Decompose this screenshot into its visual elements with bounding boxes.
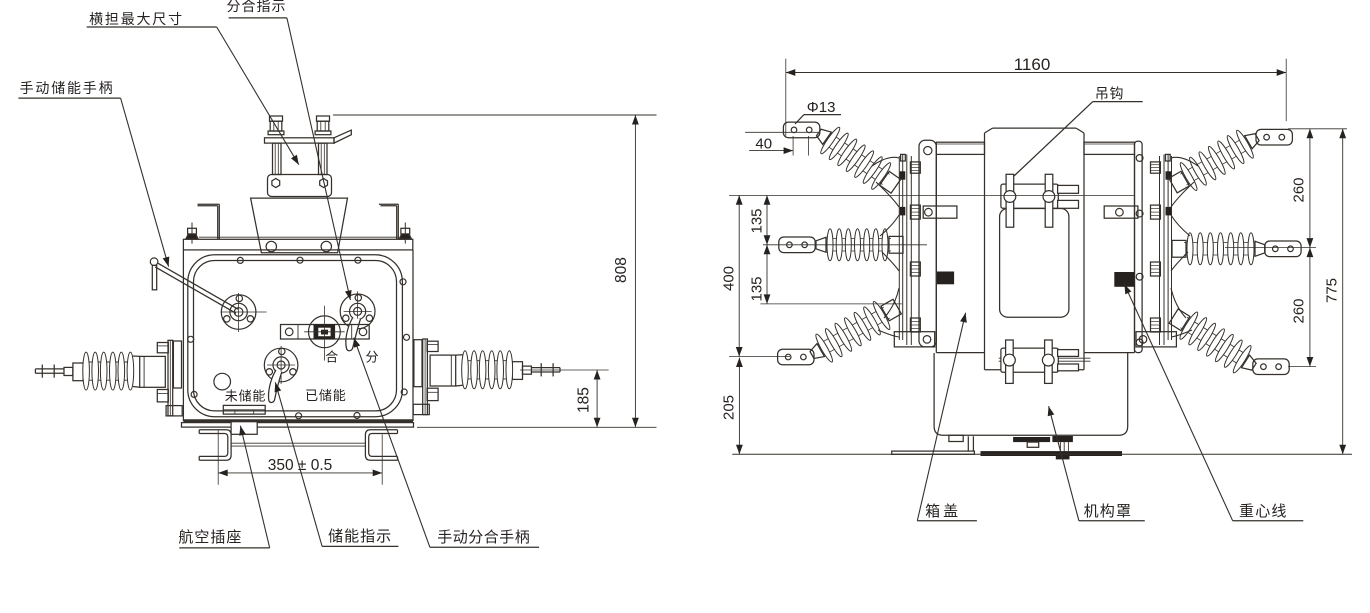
svg-text:350 ± 0.5: 350 ± 0.5 [268, 457, 333, 474]
svg-text:已储能: 已储能 [305, 388, 346, 403]
svg-text:合: 合 [325, 350, 338, 365]
svg-text:分: 分 [365, 350, 378, 365]
svg-text:吊钩: 吊钩 [1095, 86, 1124, 102]
svg-text:135: 135 [749, 276, 766, 301]
svg-text:135: 135 [749, 208, 766, 233]
svg-text:775: 775 [1324, 278, 1341, 303]
svg-text:储能指示: 储能指示 [328, 528, 392, 545]
svg-text:808: 808 [613, 257, 630, 283]
svg-text:横担最大尺寸: 横担最大尺寸 [89, 11, 184, 27]
svg-text:1160: 1160 [1014, 55, 1051, 74]
svg-text:手动储能手柄: 手动储能手柄 [20, 80, 115, 96]
svg-text:400: 400 [721, 266, 738, 291]
svg-text:航空插座: 航空插座 [178, 529, 242, 546]
svg-text:重心线: 重心线 [1239, 503, 1288, 520]
svg-text:机构罩: 机构罩 [1084, 503, 1133, 520]
svg-text:手动分合手柄: 手动分合手柄 [437, 529, 530, 546]
svg-text:260: 260 [1291, 177, 1308, 202]
svg-text:185: 185 [576, 387, 593, 413]
svg-text:260: 260 [1291, 298, 1308, 323]
svg-text:Φ13: Φ13 [807, 99, 836, 116]
svg-text:205: 205 [721, 395, 738, 420]
svg-text:未储能: 未储能 [225, 389, 266, 404]
svg-text:箱盖: 箱盖 [925, 503, 961, 520]
svg-text:分合指示: 分合指示 [227, 0, 287, 14]
svg-text:40: 40 [755, 136, 772, 153]
